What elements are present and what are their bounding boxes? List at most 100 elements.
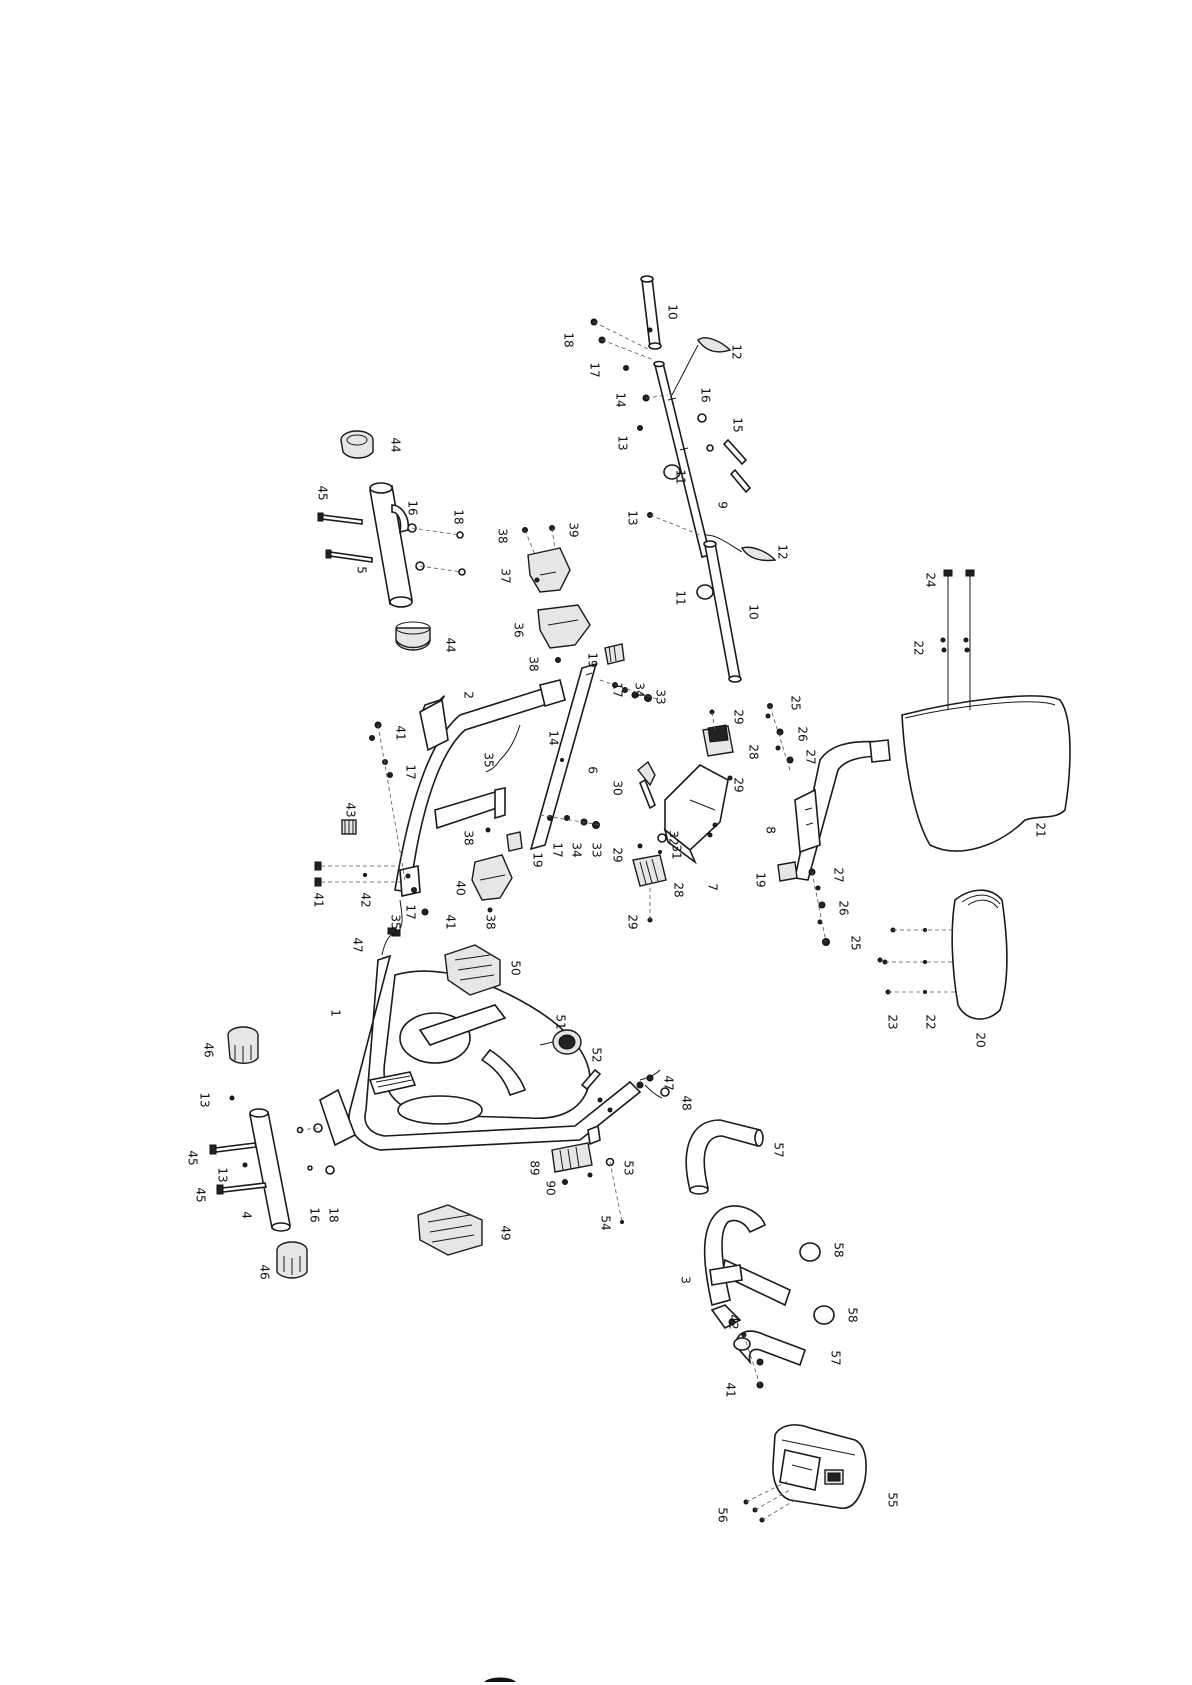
callout-34: 34 [570,842,584,857]
part-bracket-28-top [703,725,733,756]
callout-32: 32 [667,830,681,845]
callout-30: 30 [611,780,625,795]
callout-6: 6 [586,766,600,774]
part-bracket-28-bottom [633,855,666,886]
callout-26: 26 [796,726,810,741]
callout-19: 19 [531,852,545,867]
part-end-cap-58b [814,1306,834,1324]
part-cap-lower [396,622,430,650]
callout-22: 22 [924,1014,938,1029]
part-grip-upper-57 [686,1120,763,1194]
callout-33: 33 [590,842,604,857]
callout-41: 41 [312,892,326,907]
callout-42: 42 [359,892,373,907]
part-frame-end-cap [778,862,797,881]
callout-31: 31 [670,844,684,859]
part-stabilizer-cap-top [228,1027,258,1063]
callout-38: 38 [527,656,541,671]
callout-labels: 1018121716141513119131211104445161854439… [186,304,1048,1522]
callout-10: 10 [747,604,761,619]
callout-38: 38 [496,528,510,543]
callout-15: 15 [731,417,745,432]
callout-17: 17 [588,362,602,377]
callout-20: 20 [974,1032,988,1047]
callout-29: 29 [611,847,625,862]
part-cover-small [528,548,570,592]
callout-47: 47 [351,937,365,952]
callout-11: 11 [674,469,688,484]
callout-33: 33 [654,689,668,704]
callout-38: 38 [484,914,498,929]
callout-89: 89 [528,1160,542,1175]
callout-4: 4 [240,1211,254,1219]
callout-51: 51 [554,1014,568,1029]
fasteners-backrest [941,570,974,710]
callout-35: 35 [482,752,496,767]
callout-39: 39 [567,522,581,537]
callout-8: 8 [764,826,778,834]
callout-29: 29 [626,914,640,929]
callout-41: 41 [394,725,408,740]
callout-52: 52 [590,1047,604,1062]
callout-58: 58 [846,1307,860,1322]
callout-41: 41 [444,914,458,929]
callout-5: 5 [355,566,369,574]
callout-53: 53 [622,1160,636,1175]
callout-10: 10 [666,304,680,319]
callout-57: 57 [829,1350,843,1365]
part-cover-large [538,605,590,648]
part-knob-40 [472,855,512,900]
callout-44: 44 [444,637,458,652]
part-handle-tube-upper [641,276,661,349]
part-stabilizer-cap-bottom [277,1242,307,1278]
part-seat-cushion [952,890,1007,1019]
callout-17: 17 [404,764,418,779]
callout-13: 13 [216,1167,230,1182]
callout-43: 43 [344,802,358,817]
callout-9: 9 [716,501,730,509]
callout-16: 16 [699,387,713,402]
callout-34: 34 [633,682,647,697]
callout-2: 2 [462,691,476,699]
callout-45: 45 [316,485,330,500]
callout-7: 7 [706,883,720,891]
part-handle-tube-lower [704,541,741,682]
part-stabilizer-tube [250,1109,290,1231]
callout-36: 36 [512,622,526,637]
callout-29: 29 [732,709,746,724]
callout-57: 57 [772,1142,786,1157]
part-end-cap-b [697,585,713,599]
callout-13: 13 [626,510,640,525]
callout-28: 28 [747,744,761,759]
callout-21: 21 [1034,822,1048,837]
callout-42: 42 [727,1314,741,1329]
callout-3: 3 [679,1276,693,1284]
callout-14: 14 [547,730,561,745]
callout-27: 27 [832,867,846,882]
part-rail-end-cap-bottom [507,832,522,851]
callout-12: 12 [776,544,790,559]
callout-17: 17 [551,842,565,857]
callout-38: 38 [462,830,476,845]
callout-28: 28 [672,882,686,897]
callout-50: 50 [509,960,523,975]
callout-26: 26 [837,900,851,915]
callout-16: 16 [308,1207,322,1222]
callout-55: 55 [886,1492,900,1507]
callout-14: 14 [614,392,628,407]
callout-58: 58 [832,1242,846,1257]
callout-22: 22 [912,640,926,655]
callout-48: 48 [680,1095,694,1110]
callout-44: 44 [389,437,403,452]
callout-12: 12 [730,344,744,359]
part-knob-30 [638,762,655,808]
fasteners-cushion [878,928,955,994]
callout-17: 17 [404,904,418,919]
callout-45: 45 [194,1187,208,1202]
callout-1: 1 [329,1009,343,1017]
callout-56: 56 [716,1507,730,1522]
callout-45: 45 [186,1150,200,1165]
page-footer-mark [484,1678,516,1683]
callout-47: 47 [662,1075,676,1090]
